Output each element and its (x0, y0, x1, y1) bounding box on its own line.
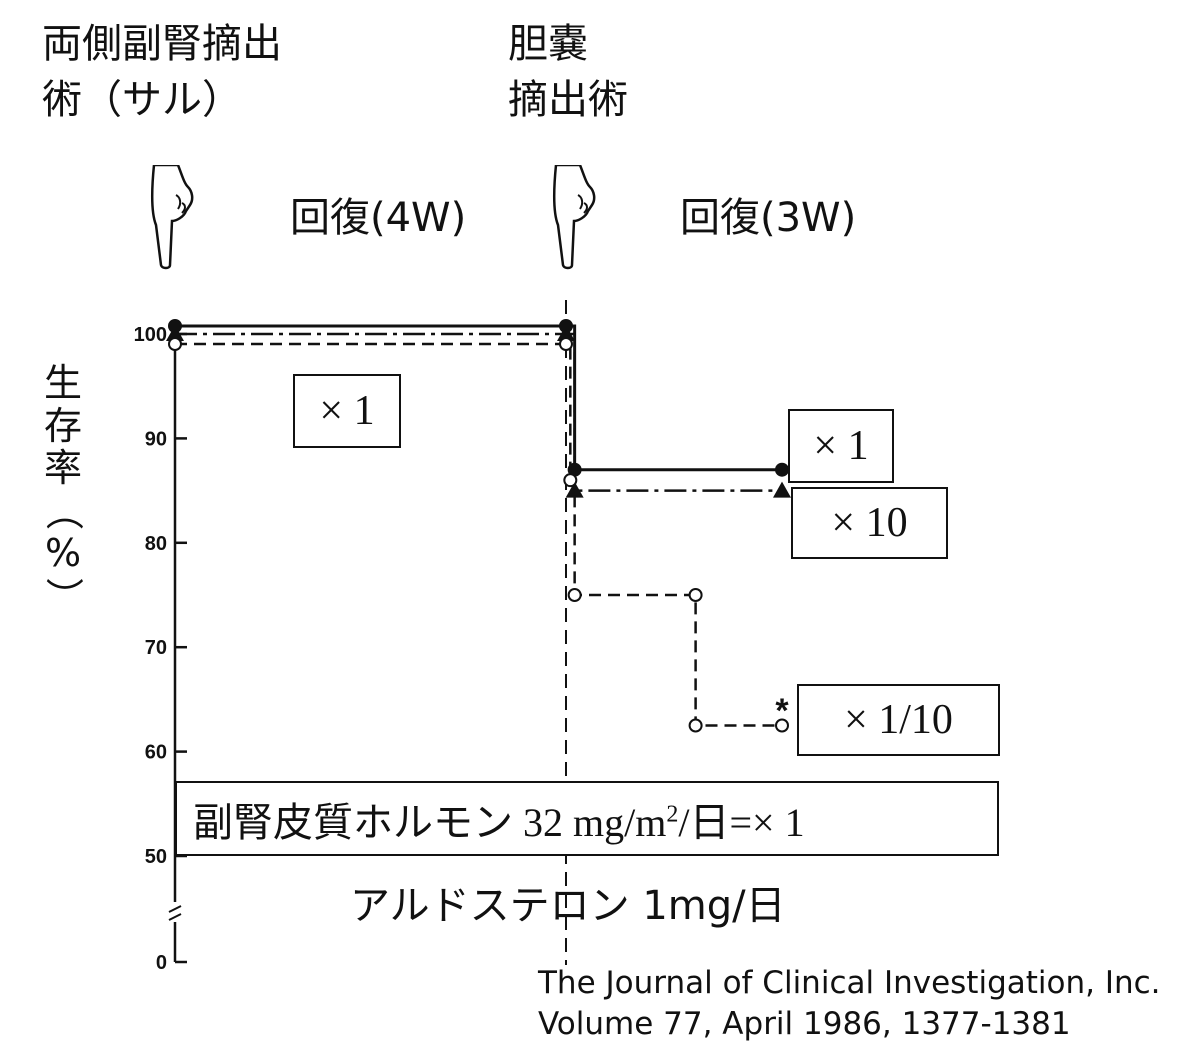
data-point (565, 481, 584, 498)
significance-marker: * (775, 692, 789, 730)
data-point (775, 718, 789, 733)
data-point (557, 325, 575, 341)
recovery2-label: 回復(3W) (680, 195, 857, 241)
event2-label-line2: 摘出術 (508, 77, 628, 123)
axis-break-mark (168, 905, 182, 921)
event1-label-line1: 両側副腎摘出 (42, 21, 282, 67)
pointing-hand-down-icon (550, 163, 598, 274)
source-citation-line2: Volume 77, April 1986, 1377-1381 (538, 1006, 1071, 1042)
event1-label-line2: 術（サル） (42, 77, 242, 123)
y-axis-title-char: 率 (43, 446, 82, 491)
data-point (168, 337, 182, 351)
data-point (567, 588, 582, 602)
dose-box-x10: × 10 (791, 487, 948, 559)
series-line (175, 342, 782, 727)
series-line (175, 332, 782, 492)
series-line (175, 324, 782, 472)
y-tick-label: 70 (145, 637, 167, 659)
data-point (166, 325, 184, 341)
y-axis: 0 50 60 70 80 90 100 (134, 324, 187, 974)
data-point (563, 473, 578, 488)
pointing-hand-down-icon (148, 163, 196, 274)
data-point (559, 337, 573, 351)
y-axis-title-char: % (44, 531, 82, 576)
y-axis-title: 生 存 率 （ % ） (38, 362, 88, 617)
y-tick-label: 60 (145, 742, 167, 764)
y-axis-title-char: 存 (43, 403, 82, 448)
y-tick-label: 0 (156, 952, 167, 974)
data-point (688, 588, 703, 602)
dose-box-x1-10: × 1/10 (797, 684, 1000, 756)
source-citation-line1: The Journal of Clinical Investigation, I… (538, 965, 1161, 1001)
data-point (688, 718, 703, 733)
hormone-dose-text: 副腎皮質ホルモン 32 mg/m2/日=× 1 (193, 799, 805, 845)
hormone-dose-box: 副腎皮質ホルモン 32 mg/m2/日=× 1 (175, 781, 999, 856)
y-tick-label: 80 (145, 533, 167, 555)
y-tick-label: 90 (145, 428, 167, 450)
dose-box-x1: × 1 (788, 409, 894, 483)
aldosterone-label: アルドステロン 1mg/日 (350, 883, 786, 929)
recovery1-label: 回復(4W) (290, 195, 467, 241)
event2-label-line1: 胆嚢 (508, 21, 588, 67)
data-point (775, 462, 789, 477)
series-group (166, 319, 791, 733)
dose-box-initial: × 1 (293, 374, 401, 448)
y-axis-title-char: 生 (43, 361, 82, 405)
y-tick-label: 50 (145, 846, 167, 868)
y-tick-label: 100 (134, 324, 167, 346)
data-point (773, 481, 791, 498)
